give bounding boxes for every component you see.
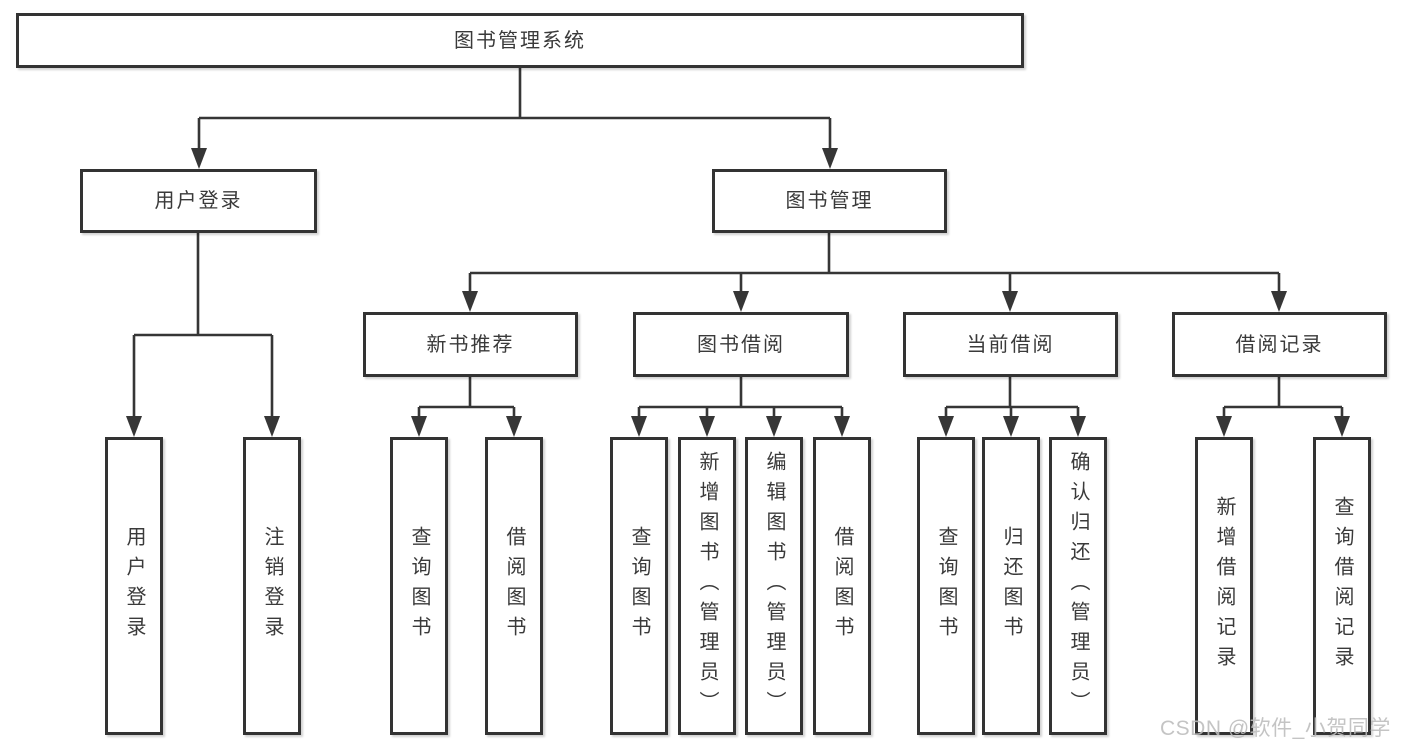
arrowhead-down-icon <box>938 416 954 437</box>
arrowhead-down-icon <box>191 148 207 169</box>
node-book-management: 图书管理 <box>712 169 947 233</box>
node-label: 归还图书 <box>1000 526 1022 646</box>
arrowheads-group <box>126 148 1350 437</box>
node-label: 借阅记录 <box>1235 333 1324 356</box>
arrowhead-down-icon <box>1070 416 1086 437</box>
arrowhead-down-icon <box>631 416 647 437</box>
node-label: 图书管理系统 <box>454 29 586 52</box>
node-label: 用户登录 <box>123 526 145 646</box>
leaf-borrow-books-borrowing: 借阅图书 <box>813 437 871 735</box>
leaf-confirm-return-admin: 确认归还（管理员） <box>1049 437 1107 735</box>
arrowhead-down-icon <box>766 416 782 437</box>
arrowhead-down-icon <box>822 148 838 169</box>
leaf-add-borrow-record: 新增借阅记录 <box>1195 437 1253 735</box>
node-label: 查询图书 <box>408 526 430 646</box>
arrowhead-down-icon <box>126 416 142 437</box>
node-borrowing-records: 借阅记录 <box>1172 312 1387 377</box>
arrowhead-down-icon <box>834 416 850 437</box>
arrowhead-down-icon <box>1271 291 1287 312</box>
csdn-watermark: CSDN @软件_小贺同学 <box>1160 717 1391 740</box>
leaf-query-books-current: 查询图书 <box>917 437 975 735</box>
node-label: 新书推荐 <box>426 333 515 356</box>
leaf-borrow-books-recommend: 借阅图书 <box>485 437 543 735</box>
leaf-user-login: 用户登录 <box>105 437 163 735</box>
leaf-query-books-recommend: 查询图书 <box>390 437 448 735</box>
arrowhead-down-icon <box>699 416 715 437</box>
node-book-management-system: 图书管理系统 <box>16 13 1024 68</box>
arrowhead-down-icon <box>1003 416 1019 437</box>
node-book-borrowing: 图书借阅 <box>633 312 849 377</box>
node-label: 查询图书 <box>935 526 957 646</box>
leaf-query-borrow-record: 查询借阅记录 <box>1313 437 1371 735</box>
arrowhead-down-icon <box>411 416 427 437</box>
node-label: 查询图书 <box>628 526 650 646</box>
leaf-logout: 注销登录 <box>243 437 301 735</box>
leaf-return-books: 归还图书 <box>982 437 1040 735</box>
node-label: 当前借阅 <box>966 333 1055 356</box>
leaf-edit-books-admin: 编辑图书（管理员） <box>745 437 803 735</box>
arrowhead-down-icon <box>264 416 280 437</box>
node-new-book-recommendation: 新书推荐 <box>363 312 578 377</box>
node-label: 用户登录 <box>154 190 243 212</box>
leaf-add-books-admin: 新增图书（管理员） <box>678 437 736 735</box>
node-label: 图书借阅 <box>697 333 785 356</box>
node-label: 确认归还（管理员） <box>1067 451 1089 721</box>
node-label: 查询借阅记录 <box>1331 496 1353 676</box>
node-label: 图书管理 <box>785 190 874 212</box>
node-label: 新增图书（管理员） <box>696 451 718 721</box>
node-label: 借阅图书 <box>503 526 525 646</box>
arrowhead-down-icon <box>506 416 522 437</box>
node-label: 借阅图书 <box>831 526 853 646</box>
arrowhead-down-icon <box>1002 291 1018 312</box>
arrowhead-down-icon <box>1216 416 1232 437</box>
node-label: 注销登录 <box>261 526 283 646</box>
arrowhead-down-icon <box>733 291 749 312</box>
node-label: 编辑图书（管理员） <box>763 451 785 721</box>
leaf-query-books-borrowing: 查询图书 <box>610 437 668 735</box>
node-label: 新增借阅记录 <box>1213 496 1235 676</box>
node-user-login: 用户登录 <box>80 169 317 233</box>
arrowhead-down-icon <box>462 291 478 312</box>
node-current-borrowing: 当前借阅 <box>903 312 1118 377</box>
arrowhead-down-icon <box>1334 416 1350 437</box>
